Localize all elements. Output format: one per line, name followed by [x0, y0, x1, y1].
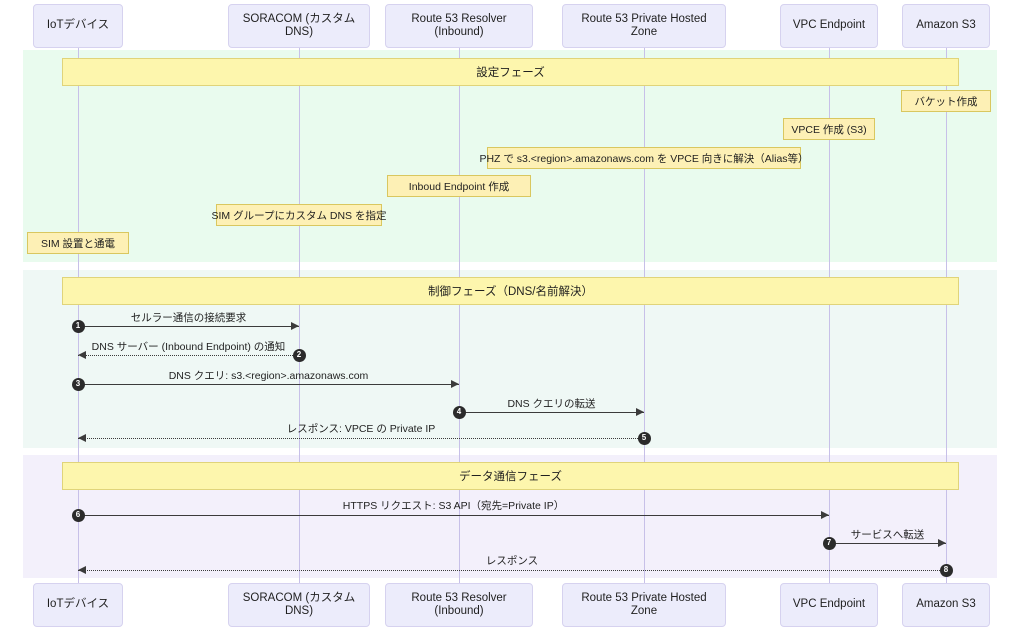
message-label-1: セルラー通信の接続要求	[130, 312, 247, 324]
participant-label: IoTデバイス	[46, 598, 110, 611]
participant-iot-top[interactable]: IoTデバイス	[33, 4, 123, 48]
message-line-1	[78, 326, 299, 327]
note-inbound-create: Inboud Endpoint 作成	[387, 175, 531, 197]
participant-soracom-bottom[interactable]: SORACOM (カスタムDNS)	[228, 583, 370, 627]
note-text: バケット作成	[914, 95, 978, 108]
message-label-8: レスポンス	[485, 555, 539, 567]
message-line-7	[829, 543, 946, 544]
phase-label-setup: 設定フェーズ	[62, 58, 959, 86]
phase-label-text: 設定フェーズ	[476, 67, 545, 79]
note-text: SIM 設置と通電	[40, 237, 116, 250]
message-arrowhead-7	[938, 539, 946, 547]
message-label-5: レスポンス: VPCE の Private IP	[286, 423, 436, 435]
participant-vpce-bottom[interactable]: VPC Endpoint	[780, 583, 878, 627]
participant-r53r-top[interactable]: Route 53 Resolver (Inbound)	[385, 4, 533, 48]
sequence-number-8: 8	[939, 563, 953, 577]
note-text: PHZ で s3.<region>.amazonaws.com を VPCE 向…	[479, 152, 809, 165]
sequence-number-5: 5	[637, 431, 651, 445]
sequence-number-1: 1	[71, 319, 85, 333]
participant-soracom-top[interactable]: SORACOM (カスタムDNS)	[228, 4, 370, 48]
sequence-number-6: 6	[71, 508, 85, 522]
message-arrowhead-1	[291, 322, 299, 330]
phase-label-control: 制御フェーズ（DNS/名前解決）	[62, 277, 959, 305]
sequence-number-4: 4	[452, 405, 466, 419]
sequence-number-3: 3	[71, 377, 85, 391]
message-label-2: DNS サーバー (Inbound Endpoint) の通知	[91, 341, 286, 353]
message-label-6: HTTPS リクエスト: S3 API（宛先=Private IP）	[342, 500, 565, 512]
sequence-number-7: 7	[822, 536, 836, 550]
message-label-3: DNS クエリ: s3.<region>.amazonaws.com	[168, 370, 369, 382]
message-arrowhead-4	[636, 408, 644, 416]
participant-s3-bottom[interactable]: Amazon S3	[902, 583, 990, 627]
participant-phz-bottom[interactable]: Route 53 Private Hosted Zone	[562, 583, 726, 627]
participant-r53r-bottom[interactable]: Route 53 Resolver (Inbound)	[385, 583, 533, 627]
message-arrowhead-2	[78, 351, 86, 359]
message-arrowhead-8	[78, 566, 86, 574]
message-label-4: DNS クエリの転送	[507, 398, 596, 410]
note-text: VPCE 作成 (S3)	[791, 123, 867, 136]
note-sim-install: SIM 設置と通電	[27, 232, 129, 254]
note-vpce-create: VPCE 作成 (S3)	[783, 118, 875, 140]
note-phz-resolve: PHZ で s3.<region>.amazonaws.com を VPCE 向…	[479, 147, 809, 169]
message-line-3	[78, 384, 459, 385]
phase-label-data: データ通信フェーズ	[62, 462, 959, 490]
phase-label-text: データ通信フェーズ	[459, 471, 562, 483]
participant-label: VPC Endpoint	[792, 19, 866, 32]
participant-vpce-top[interactable]: VPC Endpoint	[780, 4, 878, 48]
participant-label: Amazon S3	[916, 598, 976, 611]
participant-s3-top[interactable]: Amazon S3	[902, 4, 990, 48]
message-line-4	[459, 412, 644, 413]
note-bucket-create: バケット作成	[901, 90, 991, 112]
message-arrowhead-5	[78, 434, 86, 442]
participant-label: Route 53 Private Hosted Zone	[581, 591, 707, 617]
sequence-number-2: 2	[292, 348, 306, 362]
message-line-6	[78, 515, 829, 516]
message-line-8	[78, 570, 946, 571]
lifeline-vpce	[829, 48, 830, 583]
message-line-5	[78, 438, 644, 439]
lifeline-iot	[78, 48, 79, 583]
participant-label: VPC Endpoint	[792, 598, 866, 611]
participant-label: SORACOM (カスタムDNS)	[242, 12, 356, 38]
lifeline-phz	[644, 48, 645, 583]
note-sim-group-dns: SIM グループにカスタム DNS を指定	[212, 204, 386, 226]
participant-label: Amazon S3	[916, 19, 976, 32]
phase-label-text: 制御フェーズ（DNS/名前解決）	[428, 286, 593, 298]
participant-label: Route 53 Private Hosted Zone	[581, 12, 707, 38]
lifeline-r53r	[459, 48, 460, 583]
participant-iot-bottom[interactable]: IoTデバイス	[33, 583, 123, 627]
participant-label: Route 53 Resolver (Inbound)	[411, 591, 507, 617]
message-line-2	[78, 355, 299, 356]
participant-phz-top[interactable]: Route 53 Private Hosted Zone	[562, 4, 726, 48]
message-label-7: サービスへ転送	[850, 529, 925, 541]
note-text: SIM グループにカスタム DNS を指定	[211, 209, 387, 222]
lifeline-soracom	[299, 48, 300, 583]
participant-label: SORACOM (カスタムDNS)	[242, 591, 356, 617]
message-arrowhead-3	[451, 380, 459, 388]
participant-label: IoTデバイス	[46, 19, 110, 32]
message-arrowhead-6	[821, 511, 829, 519]
participant-label: Route 53 Resolver (Inbound)	[411, 12, 507, 38]
note-text: Inboud Endpoint 作成	[408, 180, 510, 193]
lifeline-s3	[946, 48, 947, 583]
